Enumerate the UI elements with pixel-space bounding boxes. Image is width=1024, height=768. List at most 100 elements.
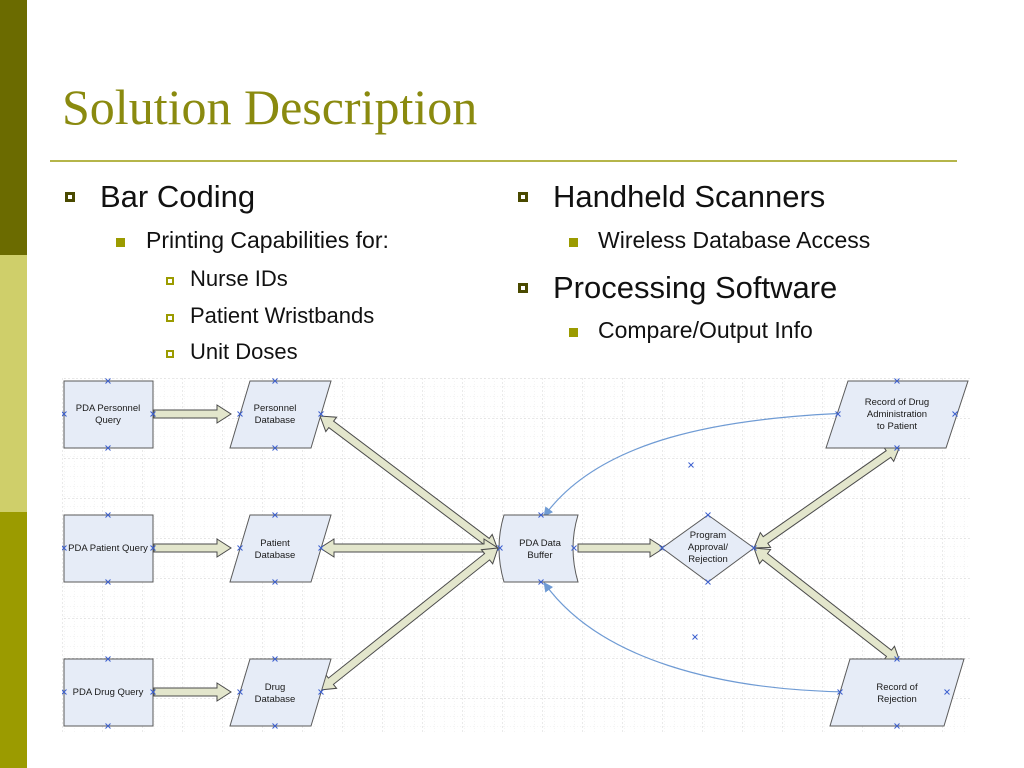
connection-point-marker — [105, 512, 111, 518]
sidebar-band-mid — [0, 512, 27, 768]
connection-point-marker — [538, 579, 544, 585]
connection-point-marker — [659, 545, 665, 551]
node-label: Database — [255, 550, 296, 561]
connection-point-marker — [835, 411, 841, 417]
arrow-query-to-drug — [153, 682, 232, 702]
connector-arrows — [153, 404, 901, 702]
arrow-drug-buffer — [319, 547, 499, 691]
connection-point-marker — [497, 545, 503, 551]
bullet-marker — [569, 238, 578, 247]
connection-point-marker — [944, 689, 950, 695]
bullet-bar-coding: Bar Coding — [100, 179, 256, 214]
connection-point-marker — [150, 411, 156, 417]
node-pda-patient-query: PDA Patient Query — [63, 514, 154, 583]
connection-point-marker — [692, 634, 698, 640]
node-record-rejection: Record of Rejection — [829, 658, 965, 727]
node-label: Rejection — [877, 694, 917, 705]
sidebar-band-dark — [0, 0, 27, 255]
node-label: PDA Personnel — [76, 403, 140, 414]
connection-point-marker — [237, 689, 243, 695]
node-label: Database — [255, 694, 296, 705]
node-label: Approval/ — [688, 542, 728, 553]
node-label: Program — [690, 530, 727, 541]
node-label: Personnel — [254, 403, 297, 414]
node-pda-drug-query: PDA Drug Query — [63, 658, 154, 727]
feedback-connector-administration — [543, 412, 851, 517]
node-personnel-database: Personnel Database — [229, 380, 332, 449]
arrow-query-to-patient — [153, 538, 232, 558]
connection-point-marker — [571, 545, 577, 551]
connection-point-marker — [62, 545, 67, 551]
node-label: PDA Drug Query — [73, 687, 144, 698]
bullet-handheld-scanners: Handheld Scanners — [553, 179, 826, 214]
node-label: Rejection — [688, 554, 728, 565]
node-label: Database — [255, 415, 296, 426]
node-label: Record of Drug — [865, 397, 929, 408]
node-label: PDA Patient Query — [68, 543, 148, 554]
feedback-connector-rejection — [543, 582, 849, 693]
connection-point-marker — [150, 689, 156, 695]
connection-point-marker — [150, 545, 156, 551]
connection-point-marker — [272, 512, 278, 518]
connection-point-marker — [237, 545, 243, 551]
connection-point-marker — [272, 445, 278, 451]
connection-point-marker — [894, 656, 900, 662]
connection-point-marker — [894, 723, 900, 729]
node-label: Query — [95, 415, 121, 426]
connection-point-marker — [272, 378, 278, 384]
node-drug-database: Drug Database — [229, 658, 332, 727]
node-pda-personnel-query: PDA Personnel Query — [63, 380, 154, 449]
connection-point-marker — [105, 723, 111, 729]
connection-point-marker — [894, 445, 900, 451]
connection-point-marker — [318, 545, 324, 551]
connection-point-marker — [237, 411, 243, 417]
bullet-marker — [518, 192, 528, 202]
connection-point-marker — [272, 723, 278, 729]
bullet-marker — [116, 238, 125, 247]
node-record-administration: Record of Drug Administration to Patient — [825, 380, 969, 449]
connection-point-marker — [318, 411, 324, 417]
connection-point-marker — [751, 545, 757, 551]
node-label: to Patient — [877, 421, 917, 432]
connection-point-marker — [952, 411, 958, 417]
connection-point-markers — [62, 378, 958, 729]
page-title: Solution Description — [62, 79, 478, 135]
connection-point-marker — [272, 579, 278, 585]
connection-point-marker — [705, 512, 711, 518]
bullet-nurse-ids: Nurse IDs — [190, 266, 288, 291]
connection-point-marker — [105, 378, 111, 384]
title-divider — [50, 160, 957, 162]
connection-point-marker — [705, 579, 711, 585]
node-label: Administration — [867, 409, 927, 420]
bullet-patient-wristbands: Patient Wristbands — [190, 303, 375, 328]
node-label: Drug — [265, 682, 286, 693]
connection-point-marker — [538, 512, 544, 518]
node-pda-data-buffer: PDA Data Buffer — [498, 514, 579, 583]
diagram-canvas: PDA Personnel Query PDA Patient Query PD… — [62, 378, 970, 734]
node-label: PDA Data — [519, 538, 561, 549]
bullet-compare-output-info: Compare/Output Info — [598, 317, 813, 343]
connection-point-marker — [105, 445, 111, 451]
connection-point-marker — [62, 689, 67, 695]
bullet-printing-capabilities: Printing Capabilities for: — [146, 227, 389, 253]
connection-point-marker — [105, 579, 111, 585]
bullet-marker — [166, 277, 174, 285]
connection-point-marker — [105, 656, 111, 662]
connection-point-marker — [837, 689, 843, 695]
node-label: Record of — [876, 682, 918, 693]
bullet-unit-doses: Unit Doses — [190, 339, 298, 364]
connection-point-marker — [894, 378, 900, 384]
bullet-marker — [166, 314, 174, 322]
bullet-marker — [518, 283, 528, 293]
connection-point-marker — [688, 462, 694, 468]
bullet-list: Bar Coding Printing Capabilities for: Nu… — [0, 0, 1024, 380]
sidebar-band-light — [0, 255, 27, 512]
bullet-marker — [569, 328, 578, 337]
arrow-buffer-to-approval — [577, 538, 665, 558]
node-label: Patient — [260, 538, 290, 549]
workflow-diagram: PDA Personnel Query PDA Patient Query PD… — [62, 378, 970, 734]
bullet-processing-software: Processing Software — [553, 270, 838, 305]
connection-point-marker — [62, 411, 67, 417]
bullet-marker — [65, 192, 75, 202]
bullet-marker — [166, 350, 174, 358]
